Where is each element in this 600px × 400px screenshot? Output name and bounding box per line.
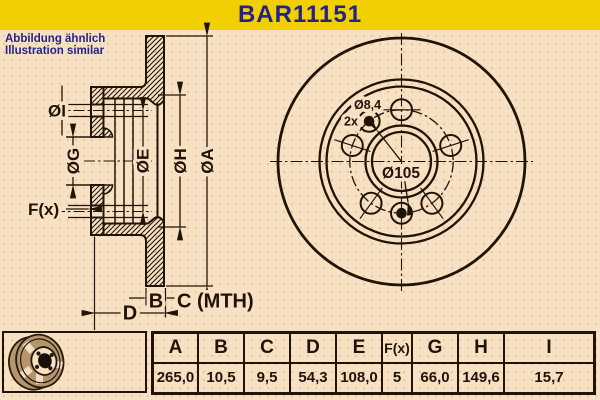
label-dia-a: ØA (198, 148, 217, 174)
table-value-cell: 149,6 (458, 363, 504, 393)
header-banner: BAR11151 (0, 0, 600, 30)
table-header-cell: E (336, 333, 382, 363)
section-centerlines (54, 109, 152, 213)
table-header-cell: A (153, 333, 198, 363)
page-title: BAR11151 (237, 1, 363, 28)
table-header-cell: G (412, 333, 458, 363)
cross-section-view (54, 22, 213, 330)
front-view (270, 33, 533, 291)
label-dia-h: ØH (171, 148, 190, 174)
extension-lines (58, 35, 213, 330)
bore-fillet-top (102, 127, 114, 138)
disc-thumbnail-box (2, 331, 147, 393)
label-dia-i: ØI (48, 102, 66, 121)
table-value-cell: 5 (382, 363, 412, 393)
label-locating-hole-dia: Ø8,4 (354, 98, 381, 112)
note-line-en: Illustration similar (5, 44, 105, 57)
note-line-de: Abbildung ähnlich (5, 33, 106, 45)
label-f-count: F(x) (28, 200, 59, 219)
table-header-cell: D (290, 333, 336, 363)
table-value-cell: 265,0 (153, 363, 198, 393)
table-header-cell: B (198, 333, 244, 363)
thumb-hub (20, 338, 61, 384)
dimension-lines (58, 22, 211, 317)
bolt-hole-ticks (334, 109, 469, 220)
table-value-cell: 15,7 (504, 363, 594, 393)
table-value-cell: 9,5 (244, 363, 290, 393)
wheel-bolt-holes (340, 98, 463, 215)
table-value-cell: 10,5 (198, 363, 244, 393)
section-hat-top (102, 35, 165, 106)
table-value-cell: 54,3 (290, 363, 336, 393)
table-header-cell: C (244, 333, 290, 363)
section-flange-lower (90, 184, 105, 236)
label-locating-hole-count: 2x (344, 115, 358, 129)
table-value-cell: 108,0 (336, 363, 382, 393)
label-c-mth: C (MTH) (177, 291, 254, 313)
brake-disc-thumbnail-icon (8, 333, 65, 391)
illustration-note: Abbildung ähnlich Illustration similar (5, 33, 106, 57)
label-d: D (123, 303, 137, 325)
label-bolt-circle-dia: Ø105 (382, 165, 420, 182)
front-centerlines (270, 33, 533, 291)
table-header-cell: F(x) (382, 333, 412, 363)
label-b: B (149, 291, 163, 313)
table-header-cell: H (458, 333, 504, 363)
leader-arrows (366, 118, 414, 216)
dimension-table: A B C D E F(x) G H I 265,0 10,5 9,5 54,3… (151, 331, 596, 395)
label-dia-e: ØE (134, 149, 153, 174)
bore-fillet-bottom (102, 184, 114, 195)
table-value-cell: 66,0 (412, 363, 458, 393)
section-hat-bottom (102, 216, 165, 287)
label-dia-g: ØG (64, 148, 83, 174)
section-flange-upper (90, 86, 105, 138)
table-header-cell: I (504, 333, 594, 363)
